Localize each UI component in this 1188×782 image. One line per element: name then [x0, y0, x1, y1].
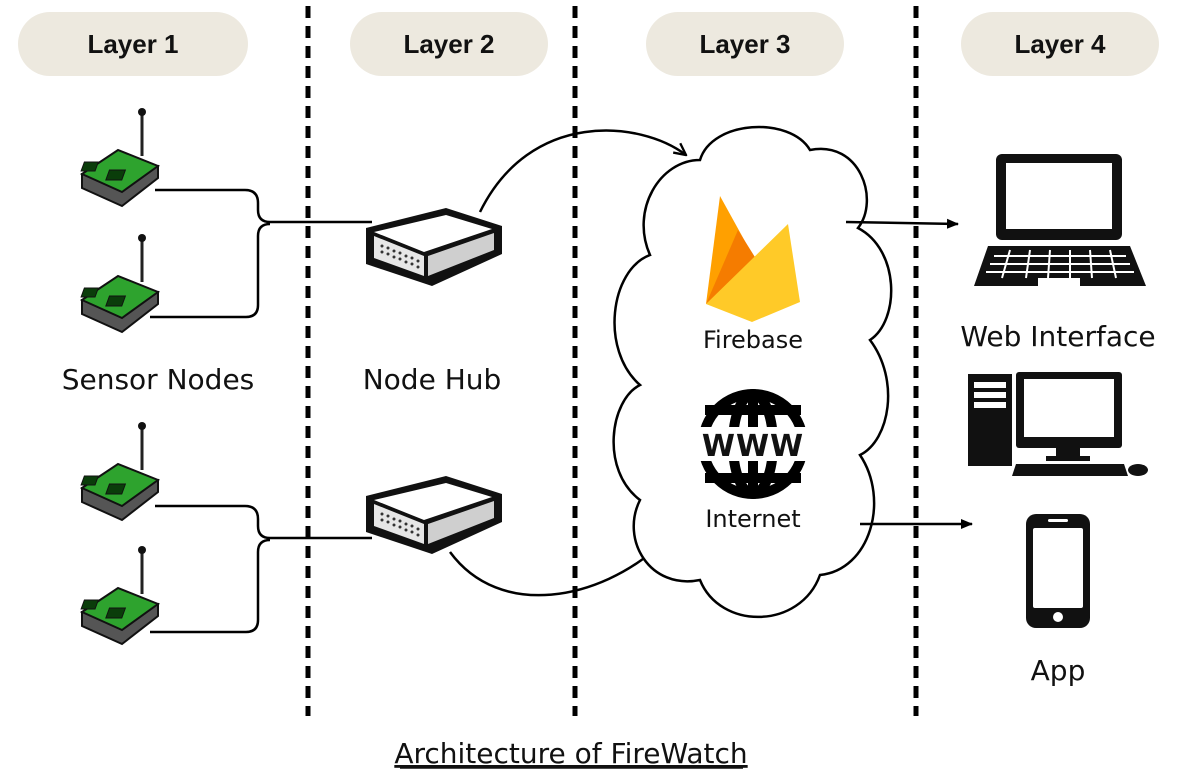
sensor-node-1-icon: [79, 106, 160, 208]
layer-4-label: Layer 4: [1014, 29, 1106, 59]
layer-3-label: Layer 3: [699, 29, 790, 59]
web-interface-label: Web Interface: [960, 320, 1155, 353]
sensor-node-3-icon: [79, 420, 160, 522]
internet-label: Internet: [705, 505, 800, 533]
firebase-logo-icon: [706, 196, 800, 322]
layer-1-pill: Layer 1: [18, 12, 248, 76]
laptop-icon: [974, 154, 1146, 286]
cloud-to-web-arrow: [845, 218, 959, 229]
layer-4-pill: Layer 4: [961, 12, 1159, 76]
sensor-wiring-top: [150, 188, 372, 319]
www-band: [694, 427, 812, 461]
node-hub-1-icon: [366, 208, 502, 286]
diagram-caption: Architecture of FireWatch: [394, 737, 747, 770]
desktop-computer-icon: [968, 372, 1148, 476]
layer-2-label: Layer 2: [403, 29, 494, 59]
firebase-label: Firebase: [703, 326, 803, 354]
node-hub-2-icon: [366, 476, 502, 554]
smartphone-icon: [1026, 514, 1090, 628]
node-hub-label: Node Hub: [363, 363, 502, 396]
sensor-node-2-icon: [79, 232, 160, 334]
sensor-node-4-icon: [79, 544, 160, 646]
hub2-to-cloud-arrow: [448, 545, 660, 597]
sensor-wiring-bottom: [150, 504, 372, 634]
cloud-shape: [612, 125, 893, 619]
hub1-to-cloud-arrow: [478, 129, 686, 213]
layer-2-pill: Layer 2: [350, 12, 548, 76]
layer-3-pill: Layer 3: [646, 12, 844, 76]
sensor-nodes-label: Sensor Nodes: [62, 363, 255, 396]
app-label: App: [1031, 654, 1086, 687]
layer-1-label: Layer 1: [87, 29, 178, 59]
www-label: WWW: [702, 429, 804, 464]
